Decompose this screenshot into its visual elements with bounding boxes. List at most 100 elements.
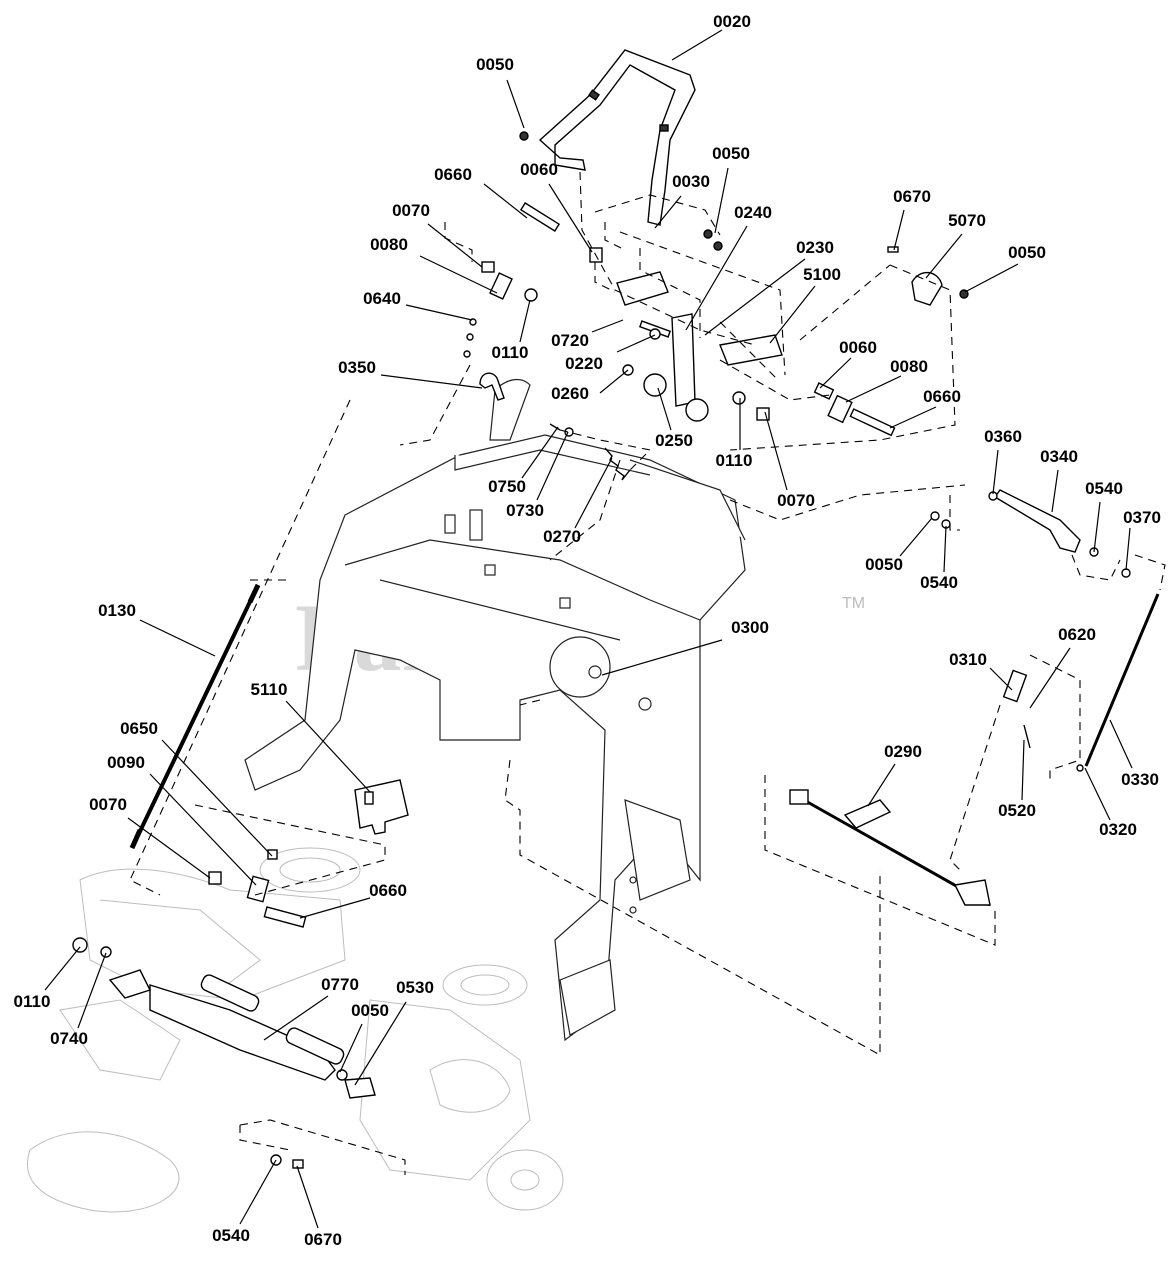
part-number-label[interactable]: 0050 bbox=[476, 55, 514, 74]
part-number-label[interactable]: 0080 bbox=[370, 235, 408, 254]
part-number-label[interactable]: 0070 bbox=[777, 491, 815, 510]
leader-c0050c bbox=[964, 263, 1019, 293]
part-number-label[interactable]: 0240 bbox=[734, 203, 772, 222]
part-number-label[interactable]: 0370 bbox=[1123, 508, 1161, 527]
part-number-label[interactable]: 0290 bbox=[884, 742, 922, 761]
leader-c0660a bbox=[483, 183, 528, 219]
reference-lines bbox=[129, 171, 1166, 1175]
leader-c0090 bbox=[149, 773, 257, 886]
leader-c0770 bbox=[263, 995, 329, 1041]
leader-c0220 bbox=[616, 334, 656, 353]
leader-c0020 bbox=[671, 29, 723, 61]
part-number-label[interactable]: 0050 bbox=[351, 1001, 389, 1020]
part-number-label[interactable]: 0650 bbox=[120, 719, 158, 738]
lower-left-hardware bbox=[72, 849, 376, 1169]
linkage-hardware bbox=[463, 131, 969, 437]
leader-c0050b bbox=[714, 167, 729, 234]
part-number-label[interactable]: 0250 bbox=[655, 431, 693, 450]
leader-c5070 bbox=[925, 233, 963, 279]
leader-c0540c bbox=[239, 1159, 277, 1225]
leader-c0740 bbox=[77, 952, 107, 1029]
spring-assembly bbox=[549, 423, 631, 481]
part-number-label[interactable]: 0110 bbox=[14, 992, 51, 1011]
part-number-label[interactable]: 0110 bbox=[492, 343, 529, 362]
leader-c0250 bbox=[657, 387, 672, 431]
leader-c0060b bbox=[819, 357, 852, 389]
leader-c0660c bbox=[299, 897, 371, 919]
part-number-label[interactable]: 0080 bbox=[890, 357, 928, 376]
leader-c0330 bbox=[1109, 719, 1133, 769]
leader-c0530 bbox=[354, 1001, 407, 1086]
part-number-label[interactable]: 0660 bbox=[923, 387, 961, 406]
part-number-label[interactable]: 0020 bbox=[713, 12, 751, 31]
part-number-label[interactable]: 0340 bbox=[1040, 447, 1078, 466]
leader-c0370 bbox=[1125, 527, 1131, 571]
part-number-label[interactable]: 0330 bbox=[1121, 770, 1159, 789]
part-number-label[interactable]: 0320 bbox=[1099, 820, 1137, 839]
leader-c0650 bbox=[161, 739, 273, 857]
bracket-plate bbox=[354, 779, 409, 835]
part-number-label[interactable]: 0540 bbox=[212, 1226, 250, 1245]
leader-c0320 bbox=[1084, 767, 1111, 821]
leader-c0070c bbox=[127, 817, 211, 879]
part-number-label[interactable]: 0090 bbox=[107, 753, 145, 772]
part-number-label[interactable]: 0110 bbox=[716, 451, 753, 470]
right-lever bbox=[930, 489, 1160, 772]
part-number-label[interactable]: 0260 bbox=[551, 384, 589, 403]
part-number-label[interactable]: 0030 bbox=[672, 172, 710, 191]
part-number-label[interactable]: 0660 bbox=[434, 165, 472, 184]
callout-leaders bbox=[44, 29, 1133, 1229]
part-number-label[interactable]: 0050 bbox=[1008, 243, 1046, 262]
part-number-label[interactable]: 0130 bbox=[98, 601, 136, 620]
leader-c0310 bbox=[989, 667, 1013, 691]
watermark-trademark: TM bbox=[842, 595, 865, 612]
part-number-label[interactable]: 0520 bbox=[998, 801, 1036, 820]
long-rod bbox=[129, 583, 261, 850]
leader-c0070a bbox=[427, 223, 483, 268]
leader-c0110c bbox=[44, 946, 81, 991]
part-number-label[interactable]: 0060 bbox=[839, 338, 877, 357]
leader-c0620 bbox=[1029, 647, 1071, 709]
part-number-label[interactable]: 0050 bbox=[712, 144, 750, 163]
part-number-label[interactable]: 0350 bbox=[338, 358, 376, 377]
part-number-label[interactable]: 5070 bbox=[948, 211, 986, 230]
part-number-label[interactable]: 0660 bbox=[369, 881, 407, 900]
part-number-label[interactable]: 0050 bbox=[865, 555, 903, 574]
part-number-label[interactable]: 0620 bbox=[1058, 625, 1096, 644]
part-number-label[interactable]: 0360 bbox=[984, 427, 1022, 446]
part-number-label[interactable]: 0750 bbox=[488, 477, 526, 496]
leader-c0060a bbox=[548, 183, 593, 253]
part-number-label[interactable]: 0730 bbox=[506, 501, 544, 520]
leader-c0360 bbox=[992, 449, 999, 495]
leader-c0110a bbox=[519, 299, 531, 343]
part-number-label[interactable]: 0670 bbox=[893, 187, 931, 206]
part-number-label[interactable]: 0070 bbox=[392, 201, 430, 220]
part-number-label[interactable]: 0640 bbox=[363, 289, 401, 308]
leader-c0670b bbox=[296, 1165, 319, 1229]
part-number-label[interactable]: 0740 bbox=[50, 1029, 88, 1048]
leader-c0030 bbox=[654, 195, 682, 229]
leader-c0670a bbox=[893, 209, 905, 251]
part-number-label[interactable]: 0300 bbox=[731, 618, 769, 637]
leader-c0080a bbox=[419, 255, 498, 294]
part-number-label[interactable]: 0720 bbox=[551, 331, 589, 350]
part-number-label[interactable]: 0270 bbox=[543, 527, 581, 546]
part-number-label[interactable]: 0540 bbox=[920, 573, 958, 592]
leader-c5100 bbox=[769, 285, 816, 344]
part-number-label[interactable]: 5110 bbox=[251, 680, 288, 699]
part-number-label[interactable]: 0670 bbox=[304, 1230, 342, 1249]
part-number-label[interactable]: 0060 bbox=[520, 160, 558, 179]
part-number-label[interactable]: 0770 bbox=[321, 975, 359, 994]
leader-c0230 bbox=[704, 258, 806, 336]
part-number-label[interactable]: 0230 bbox=[796, 238, 834, 257]
part-number-label[interactable]: 5100 bbox=[803, 265, 841, 284]
part-number-label[interactable]: 0070 bbox=[89, 795, 127, 814]
part-number-label[interactable]: 0310 bbox=[949, 650, 987, 669]
part-number-label[interactable]: 0220 bbox=[565, 354, 603, 373]
leader-c0730 bbox=[536, 431, 569, 501]
handle-bar bbox=[538, 49, 696, 226]
part-number-label[interactable]: 0540 bbox=[1085, 479, 1123, 498]
part-number-label[interactable]: 0530 bbox=[396, 978, 434, 997]
